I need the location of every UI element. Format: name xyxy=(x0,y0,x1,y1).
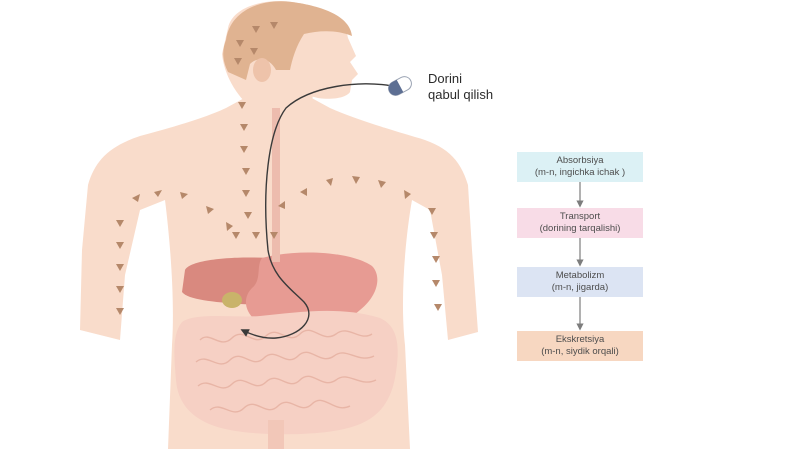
step-note: (m-n, siydik orqali) xyxy=(541,346,619,357)
step-absorption: Absorbsiya (m-n, ingichka ichak ) xyxy=(517,152,643,182)
circulation-arrows xyxy=(116,22,442,315)
stomach xyxy=(245,252,378,330)
intake-line-2: qabul qilish xyxy=(428,87,494,102)
step-excretion: Ekskretsiya (m-n, siydik orqali) xyxy=(517,331,643,361)
intestine-folds xyxy=(195,329,377,413)
step-title: Ekskretsiya xyxy=(555,334,605,345)
drug-path-line xyxy=(240,83,393,339)
step-transport: Transport (dorining tarqalishi) xyxy=(517,208,643,238)
step-title: Metabolizm xyxy=(555,270,605,281)
step-metabolism: Metabolizm (m-n, jigarda) xyxy=(517,267,643,297)
step-note: (m-n, jigarda) xyxy=(551,282,609,293)
intake-line-1: Dorini xyxy=(428,71,462,86)
drug-intake-label: Dorini qabul qilish xyxy=(428,71,493,103)
step-note: (dorining tarqalishi) xyxy=(539,223,621,234)
step-title: Absorbsiya xyxy=(556,155,604,166)
intestines xyxy=(174,310,398,435)
pill-icon xyxy=(388,76,412,96)
rectum xyxy=(268,420,284,449)
hair xyxy=(223,1,352,81)
step-title: Transport xyxy=(559,211,601,222)
ear xyxy=(253,58,271,82)
step-note: (m-n, ingichka ichak ) xyxy=(534,167,626,178)
gallbladder xyxy=(222,292,242,308)
